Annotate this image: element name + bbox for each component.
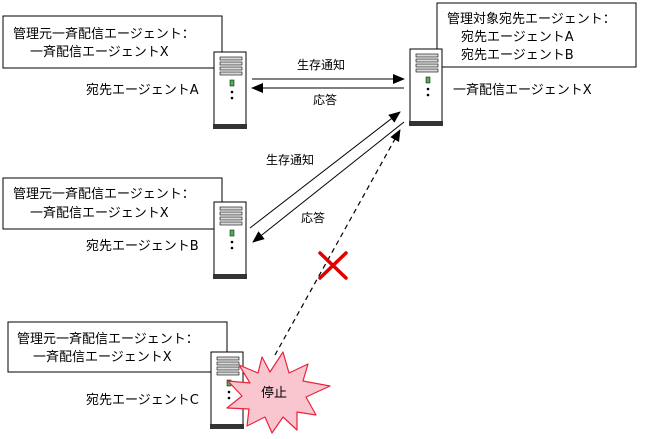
stop-burst-icon	[226, 351, 331, 434]
label-alive-b: 生存通知	[266, 153, 314, 167]
agent-c-label: 宛先エージェントC	[86, 393, 199, 408]
server-icon-agent-b	[212, 201, 248, 280]
server-icon-agent-x	[408, 48, 444, 127]
agent-b-label: 宛先エージェントB	[86, 239, 199, 254]
label-alive-a: 生存通知	[297, 58, 345, 72]
mgmt-box-a-line1: 管理元一斉配信エージェント：	[13, 26, 195, 42]
mgmt-box-x-line1: 管理対象宛先エージェント：	[447, 12, 616, 27]
mgmt-box-x: 管理対象宛先エージェント： 宛先エージェントA 宛先エージェントB	[436, 2, 637, 68]
arrow-alive-c-failed	[274, 129, 401, 356]
label-reply-a: 応答	[313, 92, 337, 107]
mgmt-box-x-line3: 宛先エージェントB	[461, 48, 574, 63]
stop-label: 停止	[261, 385, 287, 401]
mgmt-box-c: 管理元一斉配信エージェント： 一斉配信エージェントX	[7, 321, 228, 373]
mgmt-box-c-line1: 管理元一斉配信エージェント：	[17, 331, 199, 347]
mgmt-box-b-line1: 管理元一斉配信エージェント：	[13, 186, 195, 202]
mgmt-box-a-line2: 一斉配信エージェントX	[30, 44, 169, 60]
mgmt-box-b: 管理元一斉配信エージェント： 一斉配信エージェントX	[2, 177, 223, 230]
label-reply-b: 応答	[301, 210, 325, 225]
arrow-alive-b	[249, 111, 401, 229]
arrow-reply-b	[252, 121, 405, 243]
server-icon-agent-a	[212, 51, 248, 130]
mgmt-box-a: 管理元一斉配信エージェント： 一斉配信エージェントX	[2, 15, 223, 69]
failure-cross-icon	[318, 251, 348, 280]
agent-x-label: 一斉配信エージェントX	[453, 82, 592, 98]
mgmt-box-c-line2: 一斉配信エージェントX	[33, 349, 172, 365]
mgmt-box-b-line2: 一斉配信エージェントX	[30, 205, 169, 221]
agent-a-label: 宛先エージェントA	[86, 83, 199, 98]
mgmt-box-x-line2: 宛先エージェントA	[461, 30, 574, 45]
